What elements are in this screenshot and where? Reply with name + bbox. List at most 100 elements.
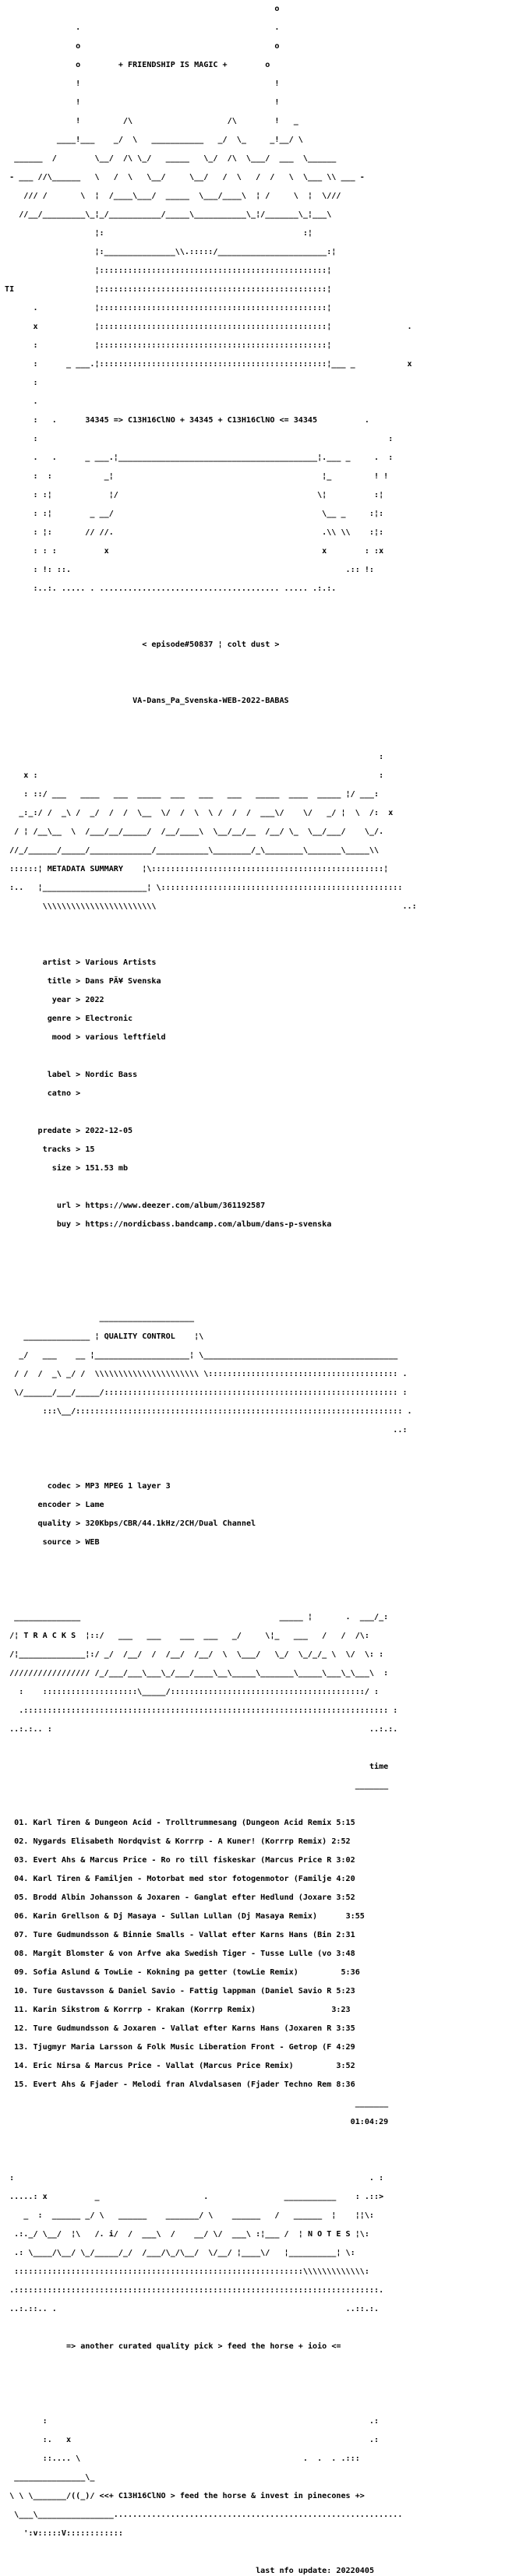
art-line bbox=[5, 1183, 500, 1192]
track-time: 5:36 bbox=[341, 1968, 360, 1977]
notes-line: => another curated quality pick > feed t… bbox=[66, 2342, 341, 2351]
track-time: 3:52 bbox=[336, 1893, 355, 1902]
art-line bbox=[5, 1052, 500, 1061]
art-line: :..:. ..... . ..........................… bbox=[5, 584, 337, 593]
track-time: 3:55 bbox=[345, 1912, 365, 1921]
art-line: : :¦ _ __/ \__ _ :¦: bbox=[5, 510, 384, 518]
art-line: : bbox=[5, 753, 384, 761]
art-line: . . _ ___.¦_____________________________… bbox=[5, 453, 394, 462]
url-link[interactable]: https://www.deezer.com/album/361192587 bbox=[85, 1202, 266, 1210]
art-line bbox=[5, 2398, 500, 2408]
art-line bbox=[5, 2548, 500, 2557]
track-title: Eric Nirsa & Marcus Price - Vallat (Marc… bbox=[33, 2062, 294, 2070]
track-title: Ture Gudmundsson & Binnie Smalls - Valla… bbox=[33, 1931, 332, 1939]
art-line: : ¦: // //. .\\ \\ :¦: bbox=[5, 528, 384, 537]
art-line bbox=[5, 1445, 500, 1454]
quality-row: quality > 320Kbps/CBR/44.1kHz/2CH/Dual C… bbox=[37, 1519, 256, 1528]
art-line: : . 34345 => C13H16ClNO + 34345 + C13H16… bbox=[5, 416, 369, 425]
metadata-value: 15 bbox=[85, 1145, 95, 1154]
track-title: Evert Ahs & Fjader - Melodi fran Alvdals… bbox=[33, 2080, 332, 2089]
art-line: ! ! bbox=[5, 79, 280, 88]
art-line: : _ ___.¦:::::::::::::::::::::::::::::::… bbox=[5, 360, 412, 369]
art-line bbox=[5, 1800, 500, 1809]
quality-value: MP3 MPEG 1 layer 3 bbox=[85, 1482, 171, 1491]
buy-link[interactable]: https://nordicbass.bandcamp.com/album/da… bbox=[85, 1220, 332, 1229]
art-line: : ::/ ___ ____ ___ _____ ___ ___ ___ ___… bbox=[5, 790, 380, 799]
art-line: VA-Dans_Pa_Svenska-WEB-2022-BABAS bbox=[5, 697, 500, 706]
metadata-value: various leftfield bbox=[85, 1033, 166, 1042]
art-line: /¦ T R A C K S ¦::/ ___ ___ ___ ___ _/ \… bbox=[5, 1632, 369, 1640]
track-title: Tjugmyr Maria Larsson & Folk Music Liber… bbox=[33, 2043, 332, 2052]
track-row: 07. Ture Gudmundsson & Binnie Smalls - V… bbox=[14, 1931, 355, 1939]
art-line bbox=[5, 734, 500, 743]
track-time: 3:52 bbox=[336, 2062, 355, 2070]
track-title: Karin Grellson & Dj Masaya - Sullan Lull… bbox=[33, 1912, 318, 1921]
art-line: ¦:::::::::::::::::::::::::::::::::::::::… bbox=[5, 266, 332, 275]
art-line: ______________ _____ ¦ . ___/_: bbox=[5, 1613, 389, 1621]
meta-row: genre > Electronic bbox=[47, 1015, 133, 1023]
art-line: ///////////////// /_/___/___\___\_/___/_… bbox=[5, 1669, 389, 1678]
art-line bbox=[5, 622, 500, 631]
formula-line: 34345 => C13H16ClNO + 34345 + C13H16ClNO… bbox=[85, 416, 318, 425]
art-line: \ \ \_______/((_)/ <<+ C13H16ClNO > feed… bbox=[5, 2492, 365, 2500]
art-line: : .: bbox=[5, 2417, 380, 2426]
art-line: _______________\_ bbox=[5, 2473, 95, 2482]
art-line: : : : x x : :x bbox=[5, 547, 384, 556]
art-line bbox=[5, 2324, 500, 2333]
quality-row: codec > MP3 MPEG 1 layer 3 bbox=[47, 1482, 171, 1491]
art-line: ____________________ bbox=[5, 1314, 195, 1322]
art-line: TI ¦::::::::::::::::::::::::::::::::::::… bbox=[5, 285, 332, 294]
art-line: ::::::¦ METADATA SUMMARY ¦\:::::::::::::… bbox=[5, 865, 389, 873]
track-time: 3:23 bbox=[331, 2006, 351, 2014]
art-line: :::\__/:::::::::::::::::::::::::::::::::… bbox=[5, 1407, 412, 1416]
art-line bbox=[5, 1557, 500, 1566]
track-row: 09. Sofia Aslund & TowLie - Kokning pa g… bbox=[14, 1968, 360, 1977]
track-time: 2:52 bbox=[331, 1837, 351, 1846]
art-line: : :¦ ¦/ \¦ :¦ bbox=[5, 491, 384, 499]
track-row: 08. Margit Blomster & von Arfve aka Swed… bbox=[14, 1950, 355, 1958]
tracks-heading: T R A C K S bbox=[23, 1632, 76, 1640]
banner-title: + FRIENDSHIP IS MAGIC + bbox=[118, 61, 228, 69]
meta-row: mood > various leftfield bbox=[51, 1033, 166, 1042]
art-line: ______ / \__/ /\ \_/ _____ \_/ /\ \___/ … bbox=[5, 154, 337, 163]
track-row: 12. Ture Gudmundsson & Joxaren - Vallat … bbox=[14, 2024, 355, 2033]
art-line: ':v:::::V:::::::::::: bbox=[5, 2529, 123, 2538]
art-line: . ¦:::::::::::::::::::::::::::::::::::::… bbox=[5, 304, 332, 312]
art-line: .: \____/\__/ \_/_____/_/ /___/\_/\__/ \… bbox=[5, 2249, 355, 2257]
meta-row: label > Nordic Bass bbox=[47, 1071, 138, 1079]
art-line: _/ ___ __ ¦____________________¦ \______… bbox=[5, 1351, 398, 1360]
art-line: ..:.:.. : ..:.:. bbox=[5, 1725, 398, 1734]
art-line: /¦______________¦:/ _/ /__/ / /__/ /__/ … bbox=[5, 1650, 384, 1659]
art-line: ¦: :¦ bbox=[5, 229, 313, 238]
art-line: .:::::::::::::::::::::::::::::::::::::::… bbox=[5, 2286, 384, 2295]
art-line bbox=[5, 1239, 500, 1248]
art-line: ______________ ¦ QUALITY CONTROL ¦\ bbox=[5, 1332, 204, 1341]
art-line: o o bbox=[5, 42, 280, 51]
track-time: 2:31 bbox=[336, 1931, 355, 1939]
track-row: 03. Evert Ahs & Marcus Price - Ro ro til… bbox=[14, 1856, 355, 1865]
meta-row: buy > https://nordicbass.bandcamp.com/al… bbox=[56, 1220, 332, 1229]
art-line: _______ bbox=[5, 1781, 389, 1790]
total-time: 01:04:29 bbox=[350, 2118, 389, 2126]
art-line: => another curated quality pick > feed t… bbox=[5, 2342, 500, 2352]
track-title: Sofia Aslund & TowLie - Kokning pa gette… bbox=[33, 1968, 298, 1977]
art-line: : ¦:::::::::::::::::::::::::::::::::::::… bbox=[5, 341, 332, 350]
art-line: . bbox=[5, 397, 38, 406]
total-time-row: 01:04:29 bbox=[5, 2118, 500, 2127]
art-line: \\\\\\\\\\\\\\\\\\\\\\\\ ..: bbox=[5, 902, 417, 911]
quality-heading: QUALITY CONTROL bbox=[104, 1332, 175, 1341]
meta-row: year > 2022 bbox=[51, 996, 104, 1004]
meta-row: tracks > 15 bbox=[42, 1145, 95, 1154]
art-line: \/______/___/_____/:::::::::::::::::::::… bbox=[5, 1389, 408, 1397]
last-update: last nfo update: 20220405 bbox=[256, 2567, 375, 2575]
metadata-value: Dans PÃ¥ Svenska bbox=[85, 977, 161, 986]
track-title: Margit Blomster & von Arfve aka Swedish … bbox=[33, 1950, 332, 1958]
art-line: / / / _\ _/ / \\\\\\\\\\\\\\\\\\\\\\ \::… bbox=[5, 1370, 408, 1378]
nfo-document: o . . o o o + FRIENDSHIP IS MAGIC + o ! bbox=[5, 5, 500, 2576]
art-line: / ¦ /__\__ \ /___/__/_____/ /__/____\ \_… bbox=[5, 827, 384, 836]
track-title: Brodd Albin Johansson & Joxaren - Gangla… bbox=[33, 1893, 332, 1902]
art-line bbox=[5, 1594, 500, 1604]
meta-row: size > 151.53 mb bbox=[51, 1164, 129, 1173]
track-row: 10. Ture Gustavsson & Daniel Savio - Fat… bbox=[14, 1987, 355, 1996]
art-line bbox=[5, 659, 500, 669]
